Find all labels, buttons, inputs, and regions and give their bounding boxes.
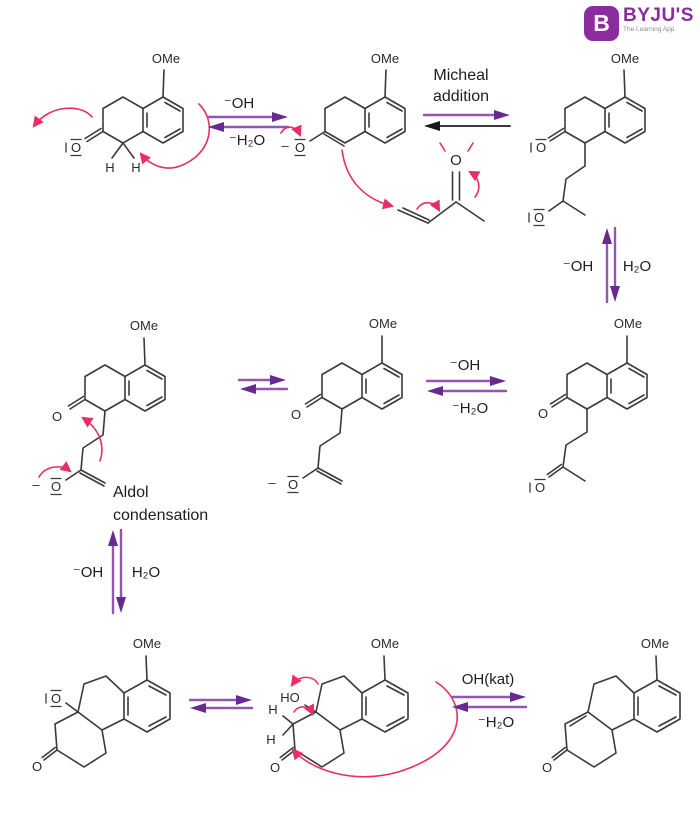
- catalyst-label: OH(kat): [462, 671, 515, 688]
- aldol-label-line1: Aldol: [113, 484, 149, 501]
- skeleton-bonds: [41, 655, 171, 768]
- skeleton-bonds: [294, 69, 406, 157]
- hydroxyl-label: HO: [280, 690, 300, 705]
- electron-arrow: [341, 149, 395, 210]
- electron-arrow: [416, 199, 441, 212]
- byjus-badge-icon: B: [584, 6, 619, 41]
- ome-label: OMe: [371, 636, 399, 651]
- minus-charge: –: [268, 475, 276, 490]
- structure-sidechain-enolate: OMe O O –: [268, 316, 403, 494]
- step2-equilibrium: ⁻OH H₂O: [563, 226, 651, 304]
- water-label: ⁻H₂O: [229, 132, 265, 149]
- water-label: ⁻H₂O: [478, 714, 514, 731]
- skeleton-bonds: [529, 335, 648, 493]
- byjus-brand-text: BYJU'S: [623, 5, 694, 26]
- oxygen-label: O: [291, 407, 301, 422]
- oxygen-label: O: [295, 140, 305, 155]
- michael-addition-step: Micheal addition: [422, 67, 511, 131]
- skeleton-bonds: [397, 171, 485, 224]
- byjus-wordmark: BYJU'S The Learning App: [623, 6, 694, 34]
- minus-charge: –: [32, 477, 40, 492]
- ome-label: OMe: [641, 636, 669, 651]
- hydrogen-label: H: [268, 702, 277, 717]
- hydroxide-label: ⁻OH: [450, 357, 480, 374]
- byjus-logo: B BYJU'S The Learning App: [584, 6, 694, 41]
- structure-aldol-attack: OMe O O – Aldol condensation: [32, 318, 208, 524]
- structure-diketone: OMe O O: [529, 316, 648, 495]
- equilibrium-arrows: [237, 375, 289, 394]
- structure-tetralone-deprotonation: OMe O H H: [32, 51, 211, 175]
- skeleton-bonds: [528, 69, 646, 227]
- skeleton-bonds: [50, 337, 166, 496]
- water-label: H₂O: [132, 564, 160, 581]
- oxygen-label: O: [32, 759, 42, 774]
- hydroxide-label: ⁻OH: [563, 258, 593, 275]
- ome-label: OMe: [369, 316, 397, 331]
- skeleton-bonds: [279, 655, 409, 768]
- ome-label: OMe: [371, 51, 399, 66]
- electron-arrow: [280, 124, 302, 138]
- hydrogen-label: H: [131, 160, 140, 175]
- step3-equilibrium: ⁻OH ⁻H₂O: [425, 357, 508, 417]
- oxygen-label: O: [535, 480, 545, 495]
- ome-label: OMe: [614, 316, 642, 331]
- water-label: ⁻H₂O: [452, 400, 488, 417]
- step4-equilibrium: ⁻OH H₂O: [73, 528, 160, 615]
- oxygen-label: O: [288, 477, 298, 492]
- hydrogen-label: H: [105, 160, 114, 175]
- oxygen-label: O: [536, 140, 546, 155]
- skeleton-bonds: [287, 335, 403, 494]
- hydroxide-label: ⁻OH: [224, 95, 254, 112]
- ome-label: OMe: [152, 51, 180, 66]
- oxygen-label: O: [52, 409, 62, 424]
- electron-arrow: [38, 461, 72, 478]
- oxygen-label: O: [51, 479, 61, 494]
- hydroxide-label: ⁻OH: [73, 564, 103, 581]
- electron-arrow: [293, 703, 315, 717]
- electron-arrow: [291, 681, 458, 778]
- oxygen-label: O: [450, 152, 462, 169]
- oxygen-label: O: [538, 406, 548, 421]
- oxygen-label: O: [51, 691, 61, 706]
- oxygen-label: O: [270, 760, 280, 775]
- partial-charge-dash: [467, 142, 474, 152]
- ome-label: OMe: [130, 318, 158, 333]
- byjus-tagline: The Learning App: [623, 26, 675, 33]
- skeleton-bonds: [551, 655, 681, 768]
- michael-label-line1: Micheal: [433, 67, 488, 84]
- ome-label: OMe: [133, 636, 161, 651]
- electron-arrow: [81, 416, 103, 462]
- step1-equilibrium: ⁻OH ⁻H₂O: [206, 95, 290, 149]
- ome-label: OMe: [611, 51, 639, 66]
- electron-arrow: [32, 107, 93, 128]
- step5-equilibrium: OH(kat) ⁻H₂O: [450, 671, 528, 731]
- electron-arrow: [139, 103, 211, 169]
- structure-tricyclic-alkoxide: OMe O O: [32, 636, 171, 774]
- oxygen-label: O: [542, 760, 552, 775]
- skeleton-bonds: [65, 69, 184, 159]
- partial-charge-dash: [439, 142, 446, 152]
- oxygen-label: O: [71, 140, 81, 155]
- electron-arrow: [290, 674, 319, 687]
- structure-methyl-vinyl-ketone: O: [397, 142, 485, 224]
- structure-michael-adduct: OMe O O: [528, 51, 646, 227]
- minus-charge: –: [281, 138, 289, 153]
- equilibrium-arrows: [188, 695, 254, 713]
- water-label: H₂O: [623, 258, 651, 275]
- oxygen-label: O: [534, 210, 544, 225]
- structure-hydroxy-ketone: OMe HO H H O: [266, 636, 458, 778]
- hydrogen-label: H: [266, 732, 275, 747]
- structure-enolate: OMe O –: [280, 51, 406, 210]
- electron-arrow: [468, 170, 481, 198]
- michael-label-line2: addition: [433, 88, 489, 105]
- structure-enone-product: OMe O: [542, 636, 681, 775]
- aldol-label-line2: condensation: [113, 507, 208, 524]
